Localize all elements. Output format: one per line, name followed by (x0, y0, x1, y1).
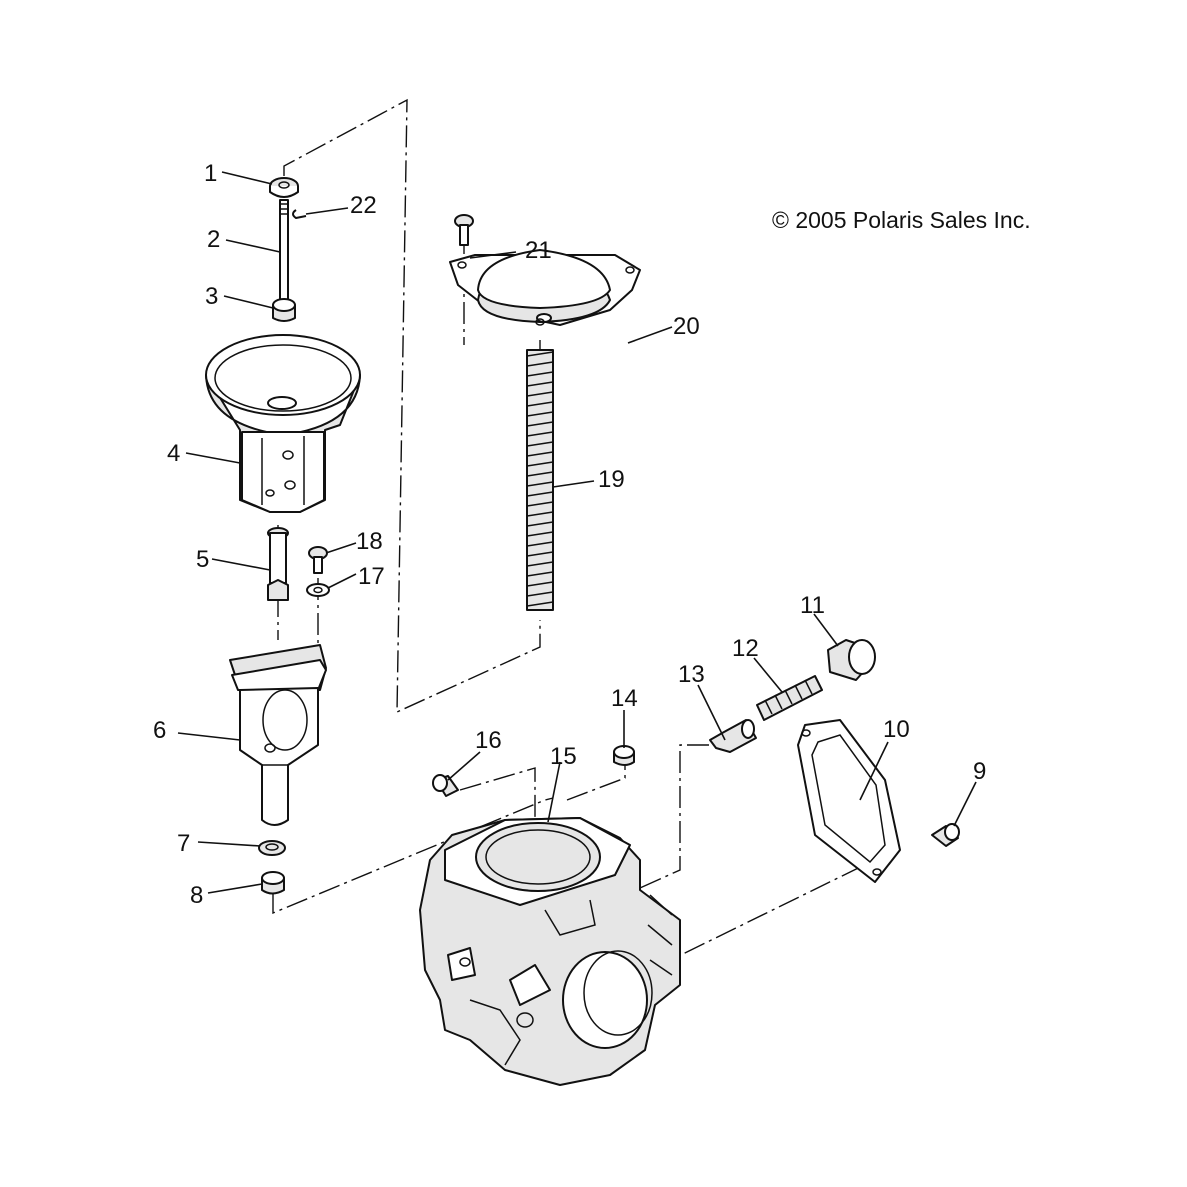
callout-1: 1 (204, 160, 217, 187)
callout-9: 9 (973, 758, 986, 785)
part-20-top-cover (449, 249, 641, 326)
part-7-washer (258, 840, 286, 856)
callout-21: 21 (525, 237, 552, 264)
part-8-main-jet (261, 871, 285, 895)
callout-18: 18 (356, 528, 383, 555)
copyright-notice: © 2005 Polaris Sales Inc. (772, 207, 1031, 233)
part-2-jet-needle (279, 199, 289, 311)
part-21-screw (454, 214, 474, 246)
part-3-spacer (272, 298, 296, 322)
callout-10: 10 (883, 716, 910, 743)
callout-16: 16 (475, 727, 502, 754)
callout-14: 14 (611, 685, 638, 712)
callout-19: 19 (598, 466, 625, 493)
part-4-vacuum-piston (205, 334, 361, 513)
callout-20: 20 (673, 313, 700, 340)
part-1-cap-nut (269, 177, 299, 198)
part-16-jet (432, 774, 459, 797)
part-9-screw (931, 823, 960, 847)
part-18-screw (308, 546, 328, 574)
callout-labels: 1 2 3 4 5 6 7 8 9 10 11 12 13 14 15 16 1… (153, 160, 986, 909)
part-13-valve (709, 719, 757, 753)
part-12-spring (756, 675, 823, 721)
callout-7: 7 (177, 830, 190, 857)
callout-11: 11 (800, 592, 825, 619)
part-19-spring (526, 349, 554, 611)
part-11-plug (827, 639, 876, 681)
callout-13: 13 (678, 661, 705, 688)
callout-4: 4 (167, 440, 180, 467)
callout-8: 8 (190, 882, 203, 909)
callout-5: 5 (196, 546, 209, 573)
part-14-pilot-jet (613, 745, 635, 766)
callout-2: 2 (207, 226, 220, 253)
part-22-e-clip (292, 209, 307, 219)
callout-12: 12 (732, 635, 759, 662)
callout-17: 17 (358, 563, 385, 590)
callout-15: 15 (550, 743, 577, 770)
callout-6: 6 (153, 717, 166, 744)
part-15-carburetor-body (419, 817, 681, 1086)
part-10-gasket (797, 719, 901, 883)
part-6-needle-jet-holder (229, 644, 327, 826)
callout-3: 3 (205, 283, 218, 310)
callout-22: 22 (350, 192, 377, 219)
leader-lines (177, 171, 977, 894)
part-5-needle-jet (267, 527, 289, 601)
part-17-lock-washer (306, 583, 330, 597)
